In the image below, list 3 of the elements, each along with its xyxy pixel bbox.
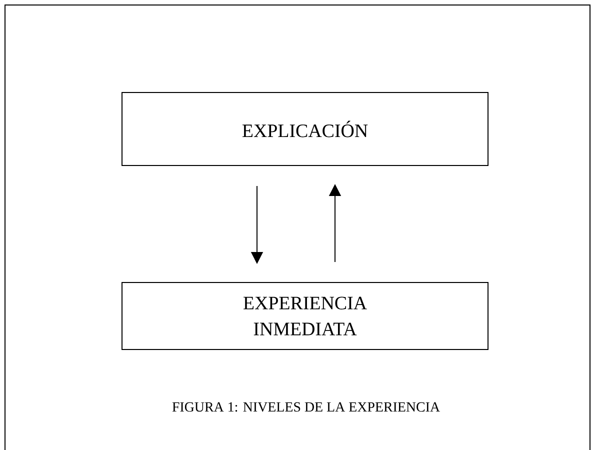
text-box: EXPERIENCIA INMEDIATA — [122, 282, 488, 350]
figure-caption: FIGURA 1: NIVELES DE LA EXPERIENCIA — [172, 402, 440, 412]
text-box: EXPLICACIÓN — [122, 92, 488, 166]
